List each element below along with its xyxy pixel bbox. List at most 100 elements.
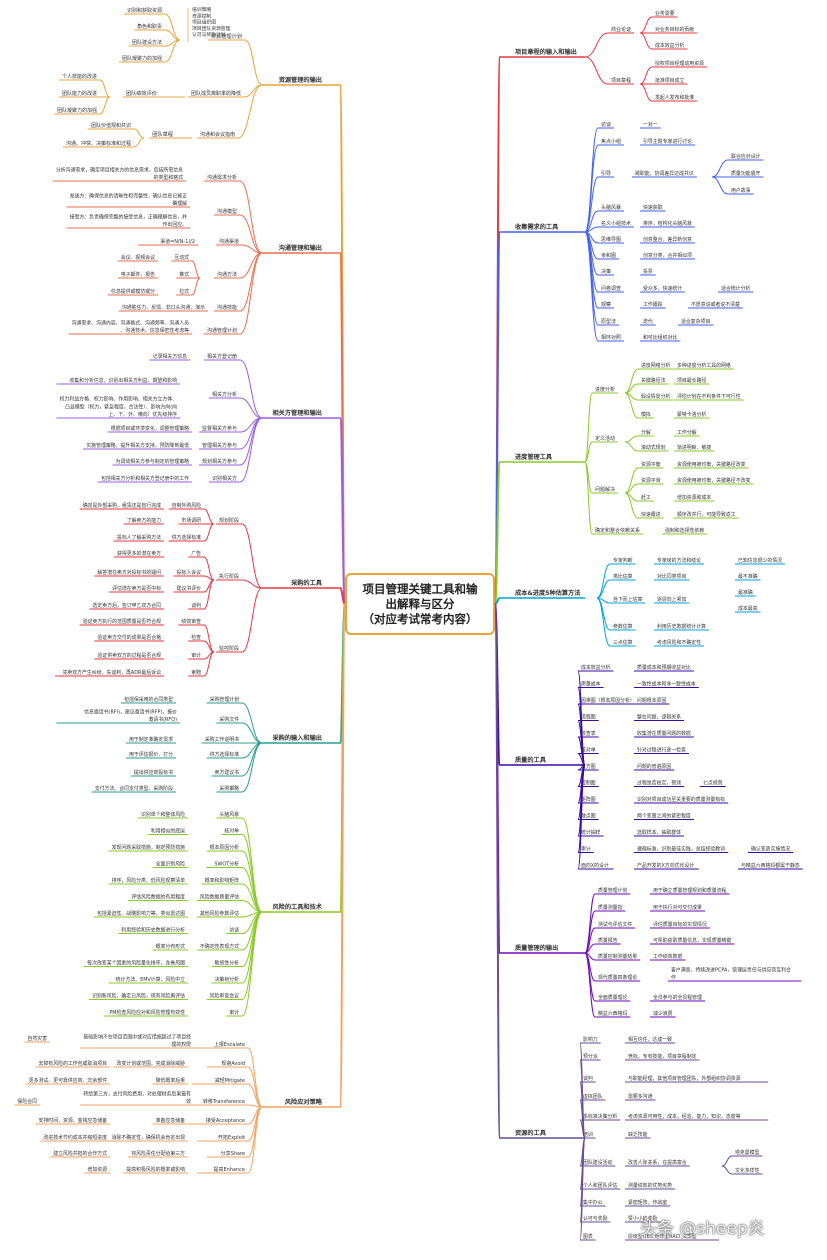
leaf-procure-desc[interactable]: 解答潜在卖方对投标书的疑问 — [97, 569, 161, 576]
leaf-procure-desc[interactable]: 验证供卖双方的过程是否合规 — [97, 652, 161, 659]
example-risk-strategy[interactable]: 建立风险共担的合作方式 — [53, 1150, 107, 1157]
leaf-procure-tool[interactable]: 供方选择标准 — [172, 534, 201, 541]
text-resource-tool[interactable]: 紧密矩阵，作战室 — [628, 1199, 667, 1206]
text-risk-strategy[interactable]: 转给第三方，支付风险费用，对处理财务后果最有 — [83, 1090, 191, 1097]
text-quality-tool[interactable]: 收集潜在质量问题的数据 — [637, 730, 691, 737]
text-progress-tool[interactable]: 评估计划在不利条件下可行性 — [677, 393, 741, 400]
leaf-team-charter[interactable]: 团队价值观和共识 — [91, 122, 131, 129]
text-proc-io[interactable]: 包括保采用的合同类型 — [124, 696, 173, 703]
text-quality-output[interactable]: 客户满意，持续改进PCPA，管理层责任与供应商互利合 — [671, 966, 791, 973]
leaf-collect-guide[interactable]: 质量功能展开 — [731, 170, 760, 177]
node-stake[interactable]: 管理相关方参与 — [202, 442, 237, 449]
text-quality-output[interactable]: 全员参与的全员程管理 — [653, 994, 702, 1001]
text-quality-tool[interactable]: 识别对项目成功至关重要的质量测量指标 — [637, 796, 725, 803]
text-proc-io[interactable]: 邀请书(RFQ) — [148, 716, 177, 723]
text-stake[interactable]: 包括相关方分析和相关方登记册中的工作 — [101, 475, 189, 482]
text-risk-tool[interactable]: 概率分布形式 — [156, 943, 185, 950]
text-collect-tool[interactable]: 快速获取 — [643, 204, 663, 211]
leaf-comm-method[interactable]: 电子邮件、报告 — [121, 271, 155, 278]
text-quality-output[interactable]: 减少浪费 — [653, 1010, 673, 1017]
text-quality-tool[interactable]: 两个变量之间的紧密程度 — [637, 813, 691, 820]
leaf-comm-method[interactable]: 推式 — [179, 271, 189, 278]
text-comm-plan[interactable]: 沟通需求、沟通内容、沟通格式、沟通频率、沟通人员 — [72, 319, 189, 326]
leaf-procure-desc[interactable]: 确定是外部采购，租赁还是自行完成 — [83, 502, 161, 509]
node-progress-group[interactable]: 定义活动 — [595, 435, 615, 442]
text-progress-tool[interactable]: 资源使用被均衡，关键路径改变 — [677, 461, 746, 468]
node-risk-tool[interactable]: 头脑风暴 — [219, 811, 239, 818]
node-procure-phase[interactable]: 规划阶段 — [219, 517, 239, 524]
node-collect-tool[interactable]: 亲和图 — [601, 252, 616, 259]
text-collect-tool[interactable]: 排序，结构化头脑风暴 — [643, 220, 692, 227]
node-collect-tool[interactable]: 头脑风暴 — [601, 204, 621, 211]
text-risk-tool[interactable]: 识别单个和整体风险 — [141, 811, 185, 818]
branch-stakeholders[interactable]: 相关方管理和输出 — [273, 409, 323, 417]
text-resource-tool[interactable]: 竞标，专有技能，项目章程制定 — [628, 1053, 697, 1060]
node-comm-analysis[interactable]: 沟通需求分析 — [207, 174, 237, 181]
leaf-procure-tool[interactable]: 建议书评价 — [177, 585, 202, 592]
text-quality-output[interactable]: 工作绩效数据 — [653, 953, 682, 960]
leaf-collect-proto[interactable]: 适合复杂项目 — [681, 318, 710, 325]
leaf-comm-method[interactable]: 信息提供或模仿或分 — [111, 288, 155, 295]
node-collect-tool[interactable]: 思维导图 — [601, 236, 621, 243]
node-risk-tool[interactable]: 概率和影响矩阵 — [205, 877, 239, 884]
text-proc-io[interactable]: 用于评估报价、打分 — [129, 751, 173, 758]
text-progress-tool[interactable]: 工作分解 — [677, 429, 697, 436]
node-quality-tool[interactable]: 散点图 — [581, 813, 596, 820]
node-stake-analysis[interactable]: 相关方分析 — [212, 391, 237, 398]
text-risk-strategy[interactable]: 理的权限 — [171, 1041, 191, 1048]
leaf-comm-method[interactable]: 会议、视频会议 — [121, 254, 155, 261]
node-collect-tool[interactable]: 原型法 — [601, 318, 616, 325]
branch-quality-tools[interactable]: 质量的工具 — [515, 756, 547, 764]
note-resource-plan[interactable]: 培训策略 — [192, 6, 211, 13]
text-estimate[interactable]: 对比同类项目 — [657, 573, 686, 580]
text-resource-tool[interactable]: 层级型OBS,矩阵型RACI,文本型 — [628, 1233, 697, 1240]
text-progress-tool[interactable]: 蒙特卡洛分析 — [677, 411, 706, 418]
note-quality-tool[interactable]: 确认变更实施情况 — [751, 846, 790, 853]
leaf-comm-method[interactable]: 互动式 — [174, 254, 189, 261]
leaf-progress-tool[interactable]: 资源平滑 — [641, 477, 661, 484]
node-collect-tool[interactable]: 访谈 — [601, 121, 611, 128]
text-quality-output[interactable]: 可帮助获取质量信息，实现质量精键 — [653, 937, 731, 944]
text-risk-strategy[interactable]: 将风险责任分配给第三方 — [131, 1150, 185, 1157]
leaf-charter[interactable]: 授权项目经理动用资源 — [655, 60, 704, 67]
text-collect-tool[interactable]: 创意分类，合并相似项 — [643, 252, 692, 259]
node-resource-tool[interactable]: 集中办公 — [583, 1199, 603, 1206]
central-topic[interactable]: 项目管理关键工具和输 出解释与区分 （对应考试常考内容） — [345, 573, 495, 635]
leaf-procure-tool[interactable]: 广告 — [191, 550, 201, 557]
node-quality-tool[interactable]: 审计 — [581, 846, 591, 853]
leaf-procure-tool[interactable]: 绩效审查 — [181, 618, 201, 625]
node-risk-tool[interactable]: SWOT分析 — [214, 861, 239, 868]
text-proc-io[interactable]: 用于制定准确定需求 — [129, 736, 173, 743]
text-collect-tool[interactable]: 一对一 — [643, 121, 658, 128]
branch-resource-mgmt-output[interactable]: 资源管理的输出 — [279, 76, 322, 84]
text-risk-tool[interactable]: 评估风险数据的有用程度 — [131, 894, 185, 901]
example-risk-strategy[interactable]: 更多测试、更可靠供应商、冗余部件 — [29, 1077, 107, 1084]
text-progress-tool[interactable]: 资源使用被均衡，关键路径不改变 — [677, 477, 750, 484]
node-stake[interactable]: 规划相关方参与 — [202, 458, 237, 465]
text-risk-strategy[interactable]: 降低概率后果 — [156, 1077, 185, 1084]
text-quality-tool[interactable]: 产品开发的X方向优化设计 — [637, 862, 694, 869]
node-quality-output[interactable]: 全面质量理论 — [598, 994, 627, 1001]
node-estimate[interactable]: 三点估算 — [613, 639, 633, 646]
node-risk-tool[interactable]: 根本原因分析 — [210, 844, 239, 851]
text-comm-model[interactable]: 发送方：确保信息的清晰性和完整性，确认信息已被正 — [70, 192, 187, 199]
text-quality-tool[interactable]: 过程是否稳定，预测 — [637, 780, 681, 787]
node-quality-output[interactable]: 质量测量指 — [598, 904, 623, 911]
text-estimate[interactable]: 考虑风险和不确定性 — [657, 639, 701, 646]
branch-progress-tools[interactable]: 进度管理工具 — [515, 453, 553, 461]
text-resource-tool[interactable]: 缺乏技能 — [628, 1131, 648, 1138]
text-quality-output[interactable]: 用于确立质量管理规划和质量流程 — [653, 887, 726, 894]
leaf-collect-guide[interactable]: 用户故事 — [731, 187, 751, 194]
leaf-progress-tool[interactable]: 进度网络分析 — [641, 362, 670, 369]
leaf-progress-tool[interactable]: 关键路径法 — [641, 377, 666, 384]
node-quality-tool[interactable]: 流程图 — [581, 714, 596, 721]
branch-charter[interactable]: 项目章程的输入和输出 — [515, 48, 577, 56]
leaf-charter[interactable]: 对业务目标的贡献 — [655, 26, 694, 33]
text-comm-model[interactable]: 确理解 — [172, 200, 187, 207]
node-stake-register[interactable]: 相关方登记册 — [207, 353, 237, 360]
text-collect-tool[interactable]: 工作跟踪 — [643, 301, 663, 308]
text-stake-analysis[interactable]: 收集和分析信息，识别出相关方利益、期望和影响 — [69, 377, 177, 384]
node-collect-tool[interactable]: 观察 — [601, 301, 611, 308]
node-collect-tool[interactable]: 焦点小组 — [601, 138, 621, 145]
node-procure-phase[interactable]: 监控阶段 — [219, 645, 239, 652]
